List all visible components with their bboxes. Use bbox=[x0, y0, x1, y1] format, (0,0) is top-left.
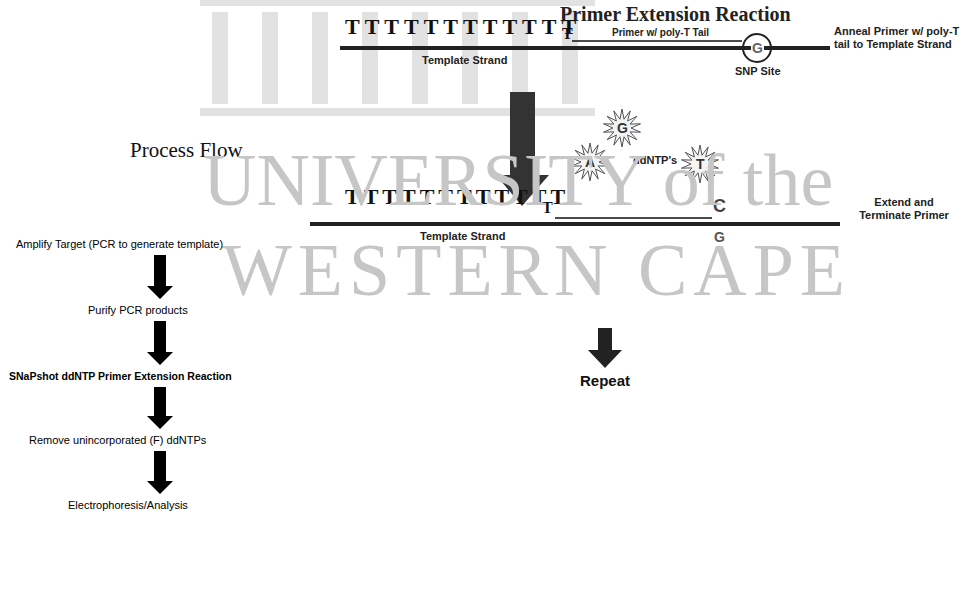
primer-strand bbox=[572, 40, 742, 42]
snp-circle bbox=[743, 34, 771, 62]
snp-label: SNP Site bbox=[735, 65, 781, 77]
flow-arrow bbox=[147, 451, 173, 494]
process-step: Electrophoresis/Analysis bbox=[65, 497, 191, 513]
flow-arrow bbox=[147, 321, 173, 365]
step-text: SNaPshot ddNTP Primer Extension Reaction bbox=[9, 370, 232, 382]
poly-t-end: T bbox=[562, 25, 573, 43]
process-step: SNaPshot ddNTP Primer Extension Reaction bbox=[6, 368, 235, 384]
step-text: Remove unincorporated (F) ddNTPs bbox=[29, 434, 206, 446]
watermark: WESTERN CAPE bbox=[222, 228, 851, 313]
step-text: Purify PCR products bbox=[88, 304, 188, 316]
poly-t-tail: TTTTTTTTTTTT bbox=[345, 14, 581, 40]
flow-arrow bbox=[147, 387, 173, 429]
strand-label: Template Strand bbox=[422, 54, 507, 66]
ddntp-base: G bbox=[617, 120, 628, 136]
logo-column bbox=[212, 12, 228, 104]
step-note: Anneal Primer w/ poly-T tail to Template… bbox=[834, 25, 970, 51]
process-step: Amplify Target (PCR to generate template… bbox=[13, 236, 226, 252]
snp-base: G bbox=[751, 41, 764, 55]
primer-label: Primer w/ poly-T Tail bbox=[612, 27, 709, 38]
flow-arrow bbox=[147, 255, 173, 299]
process-step: Remove unincorporated (F) ddNTPs bbox=[26, 432, 209, 448]
logo-base bbox=[200, 108, 595, 116]
repeat-arrow bbox=[588, 328, 622, 368]
process-step: Purify PCR products bbox=[85, 302, 191, 318]
step-text: Amplify Target (PCR to generate template… bbox=[16, 238, 223, 250]
logo-column bbox=[312, 12, 328, 104]
template-strand bbox=[310, 222, 840, 226]
logo-column bbox=[262, 12, 278, 104]
watermark: UNIVERSITY of the bbox=[203, 138, 833, 223]
step-text: Electrophoresis/Analysis bbox=[68, 499, 188, 511]
diagram-title: Primer Extension Reaction bbox=[560, 3, 791, 26]
repeat-label: Repeat bbox=[580, 372, 630, 389]
logo-beam bbox=[200, 0, 595, 6]
step-note: Extend and Terminate Primer bbox=[848, 196, 960, 222]
